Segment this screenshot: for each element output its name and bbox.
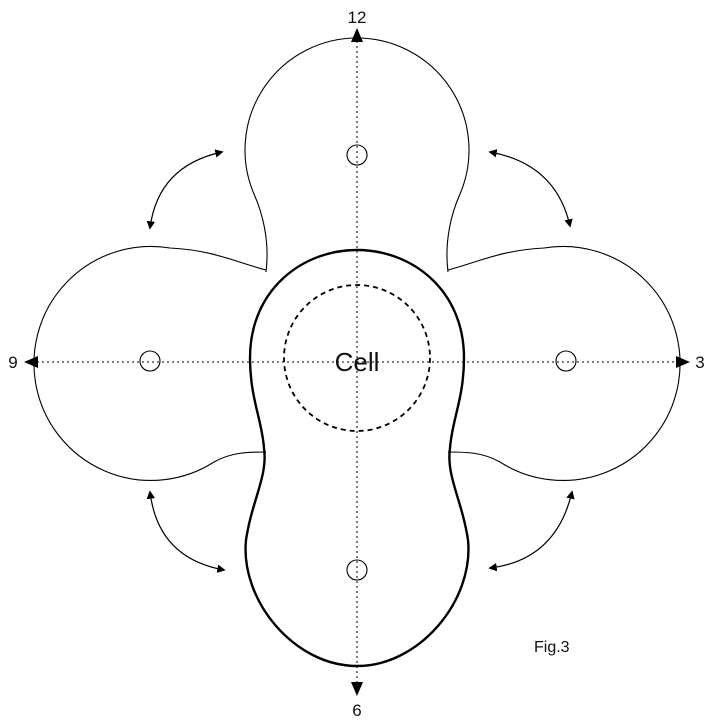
cell-body-outline — [244, 248, 470, 668]
figure-label: Fig.3 — [534, 639, 570, 656]
right-lobe-outline — [447, 245, 681, 481]
cell-label: Cell — [335, 347, 380, 377]
rotation-arrow-top-left — [146, 149, 224, 230]
left-pivot-circle — [139, 350, 161, 372]
label-3: 3 — [695, 353, 704, 372]
arrowhead-right — [676, 356, 690, 368]
arrowhead-down — [351, 682, 363, 696]
arrowhead-up — [351, 28, 363, 42]
label-9: 9 — [8, 353, 17, 372]
label-12: 12 — [348, 8, 367, 27]
bottom-pivot-circle — [346, 559, 368, 581]
left-lobe-outline — [33, 245, 267, 481]
nucleus-dashed-circle — [283, 284, 431, 432]
top-pivot-circle — [346, 144, 368, 166]
rotation-arrow-bottom-left — [146, 490, 226, 573]
arrowhead-left — [24, 356, 38, 368]
rotation-arrow-bottom-right — [488, 490, 575, 572]
rotation-arrow-top-right — [488, 149, 573, 228]
right-pivot-circle — [555, 350, 577, 372]
label-6: 6 — [352, 701, 361, 720]
top-lobe-outline — [244, 37, 470, 273]
